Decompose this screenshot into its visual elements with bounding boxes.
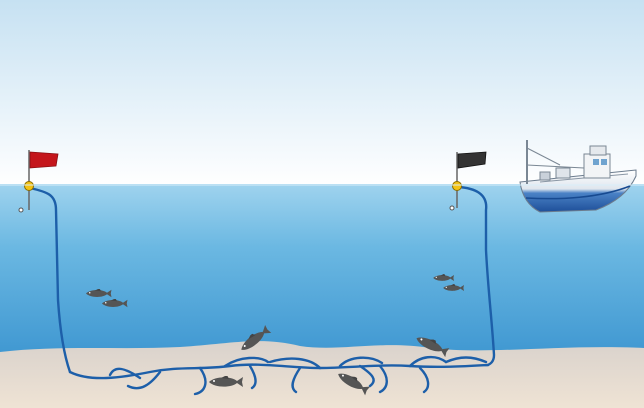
left-anchor-line bbox=[28, 186, 72, 374]
net-bottom-line bbox=[68, 363, 490, 380]
sea-surface bbox=[0, 184, 644, 364]
gillnet bbox=[28, 185, 496, 396]
red-flag-icon bbox=[29, 151, 59, 169]
sky bbox=[0, 0, 644, 186]
seabed bbox=[0, 341, 644, 408]
right-anchor-line bbox=[456, 185, 496, 367]
fishing-boat bbox=[519, 140, 637, 213]
black-flag-icon bbox=[457, 151, 487, 169]
right-marker-buoy bbox=[449, 151, 487, 211]
left-marker-buoy bbox=[18, 150, 59, 213]
boat-wheelhouse bbox=[583, 153, 611, 179]
buoy-icon bbox=[24, 181, 34, 191]
buoy-icon bbox=[452, 181, 462, 191]
